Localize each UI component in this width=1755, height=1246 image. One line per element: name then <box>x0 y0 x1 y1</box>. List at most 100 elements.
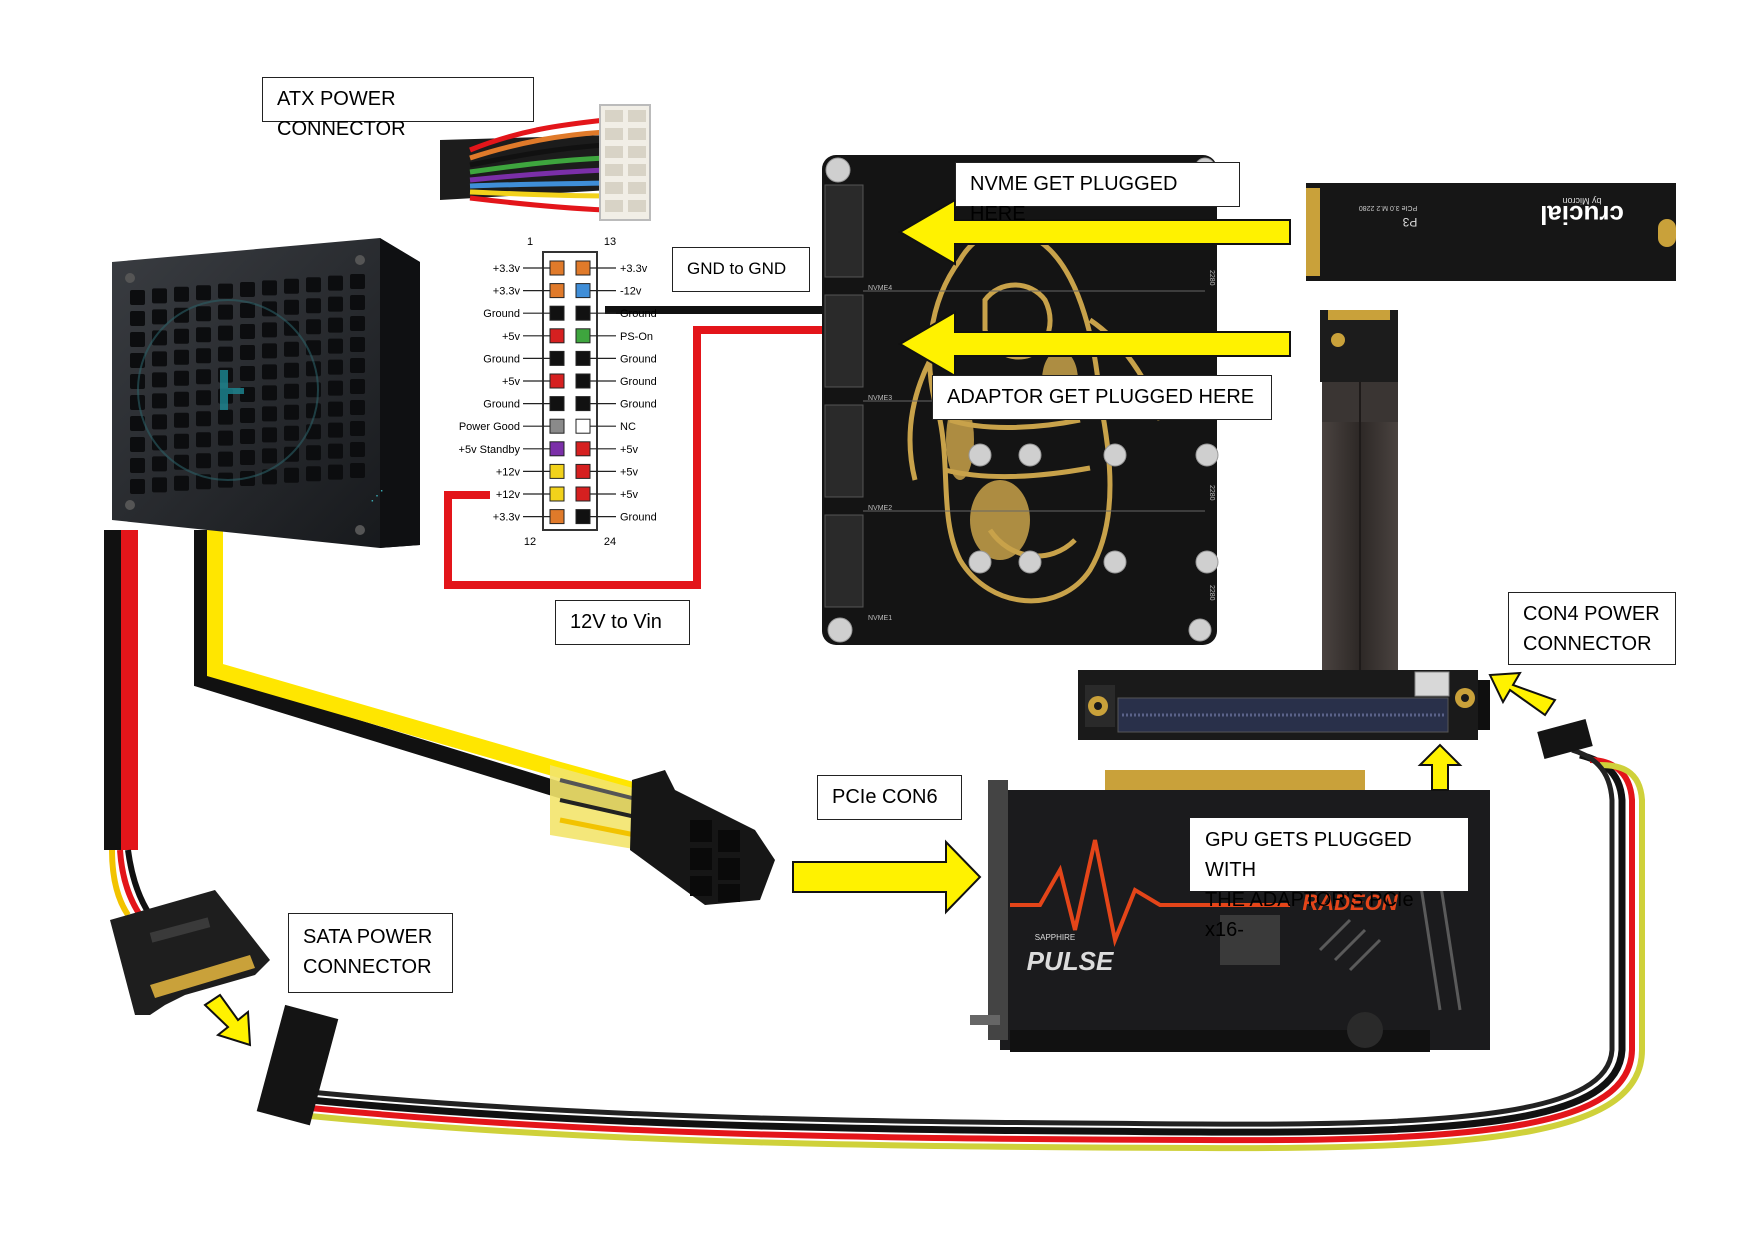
label-gnd-to-gnd: GND to GND <box>672 247 810 292</box>
grille-hole <box>240 429 255 444</box>
grille-hole <box>218 304 233 320</box>
grille-hole <box>262 427 277 443</box>
label-sata-line1: SATA POWER <box>303 926 433 948</box>
grille-hole <box>350 337 365 352</box>
label-adaptor-text: ADAPTOR GET PLUGGED HERE <box>947 386 1255 408</box>
pin-label-left: +12v <box>496 466 521 478</box>
12v-wire <box>444 326 825 589</box>
pin-label-right: +5v <box>620 489 639 501</box>
m2-slots <box>824 184 1205 608</box>
grille-hole <box>174 454 189 470</box>
pin-right <box>575 283 591 299</box>
grille-hole <box>240 345 255 360</box>
grille-hole <box>262 322 277 338</box>
atx-connector <box>440 104 651 221</box>
label-gpu-line2: THE ADAPTOR’S PCIe x16- <box>1205 889 1414 941</box>
pin-left <box>549 283 565 299</box>
grille-hole <box>284 425 299 441</box>
arrow-adaptor <box>898 310 1291 378</box>
grille-hole <box>306 466 321 482</box>
pin-left <box>549 463 565 479</box>
label-gpu-plugged: GPU GETS PLUGGED WITH THE ADAPTOR’S PCIe… <box>1190 818 1468 941</box>
pin-label-left: +5v <box>502 331 521 343</box>
grille-hole <box>218 283 233 299</box>
nvme-ssd: crucial by Micron P3 PCIe 3.0 M.2 2280 <box>1306 183 1676 281</box>
pin-label-right: -12v <box>620 286 642 298</box>
grille-hole <box>306 319 321 335</box>
pin-label-left: Ground <box>483 353 520 365</box>
grille-hole <box>328 422 343 438</box>
grille-hole <box>174 412 189 428</box>
grille-hole <box>218 409 233 425</box>
grille-hole <box>328 275 343 291</box>
grille-hole <box>284 404 299 420</box>
grille-hole <box>174 475 189 491</box>
grille-hole <box>328 380 343 396</box>
grille-hole <box>262 406 277 422</box>
label-con4-line1: CON4 POWER <box>1523 603 1660 625</box>
pin-right <box>575 328 591 344</box>
pin-right <box>575 305 591 321</box>
grille-hole <box>262 448 277 464</box>
grille-hole <box>350 358 365 373</box>
label-con4-line2: CONNECTOR <box>1523 633 1652 655</box>
size-label-1: 2280 <box>1208 270 1215 286</box>
pin-label-left: +3.3v <box>493 286 521 298</box>
grille-hole <box>306 445 321 461</box>
pin-label-right: Ground <box>620 376 657 388</box>
pin-right <box>575 486 591 502</box>
pinout-row: +12v+5v <box>496 486 639 502</box>
label-nvme-text: NVME GET PLUGGED HERE <box>970 173 1178 225</box>
grille-hole <box>284 383 299 399</box>
grille-hole <box>328 359 343 375</box>
grille-hole <box>196 348 211 364</box>
grille-hole <box>350 316 365 331</box>
grille-hole <box>328 338 343 354</box>
pin-right <box>575 396 591 412</box>
size-label-2: 2280 <box>1208 485 1215 501</box>
grille-hole <box>130 290 145 305</box>
grille-hole <box>130 395 145 410</box>
pin-left <box>549 373 565 389</box>
grille-hole <box>152 288 167 304</box>
grille-hole <box>174 370 189 386</box>
pinout-row: +3.3v -12v <box>493 283 642 299</box>
slot-label-nvme3: NVME3 <box>868 395 892 402</box>
grille-hole <box>350 400 365 415</box>
grille-hole <box>350 463 365 478</box>
pinout-row: +12v+5v <box>496 463 639 479</box>
grille-hole <box>218 325 233 341</box>
gpu-brand: RADEON <box>1302 890 1398 915</box>
grille-hole <box>130 332 145 347</box>
pin-label-left: Power Good <box>459 421 520 433</box>
pin-label-right: +5v <box>620 444 639 456</box>
grille-hole <box>152 330 167 346</box>
pin-right <box>575 509 591 525</box>
pinout-row: +3.3v+3.3v <box>493 260 648 276</box>
grille-hole <box>130 311 145 326</box>
grille-hole <box>174 286 189 302</box>
pin-left <box>549 260 565 276</box>
arrow-pcie6-to-gpu <box>792 839 982 915</box>
ssd-maker: by Micron <box>1562 196 1601 206</box>
grille-hole <box>218 346 233 362</box>
grille-hole <box>196 327 211 343</box>
pin-label-right: Ground <box>620 512 657 524</box>
grille-hole <box>130 416 145 431</box>
gpu-series: PULSE <box>1027 946 1114 976</box>
riser-adapter <box>1078 310 1490 740</box>
grille-hole <box>152 351 167 367</box>
grille-hole <box>350 379 365 394</box>
pinout-num-1: 1 <box>527 236 533 248</box>
grille-hole <box>350 295 365 310</box>
gpu-maker: SAPPHIRE <box>1035 933 1075 942</box>
grille-hole <box>284 278 299 294</box>
psu-fan-grille <box>130 274 365 494</box>
grille-hole <box>328 317 343 333</box>
label-adaptor-plugged-here: ADAPTOR GET PLUGGED HERE <box>932 375 1272 420</box>
grille-hole <box>262 469 277 485</box>
arrow-nvme <box>898 198 1291 266</box>
